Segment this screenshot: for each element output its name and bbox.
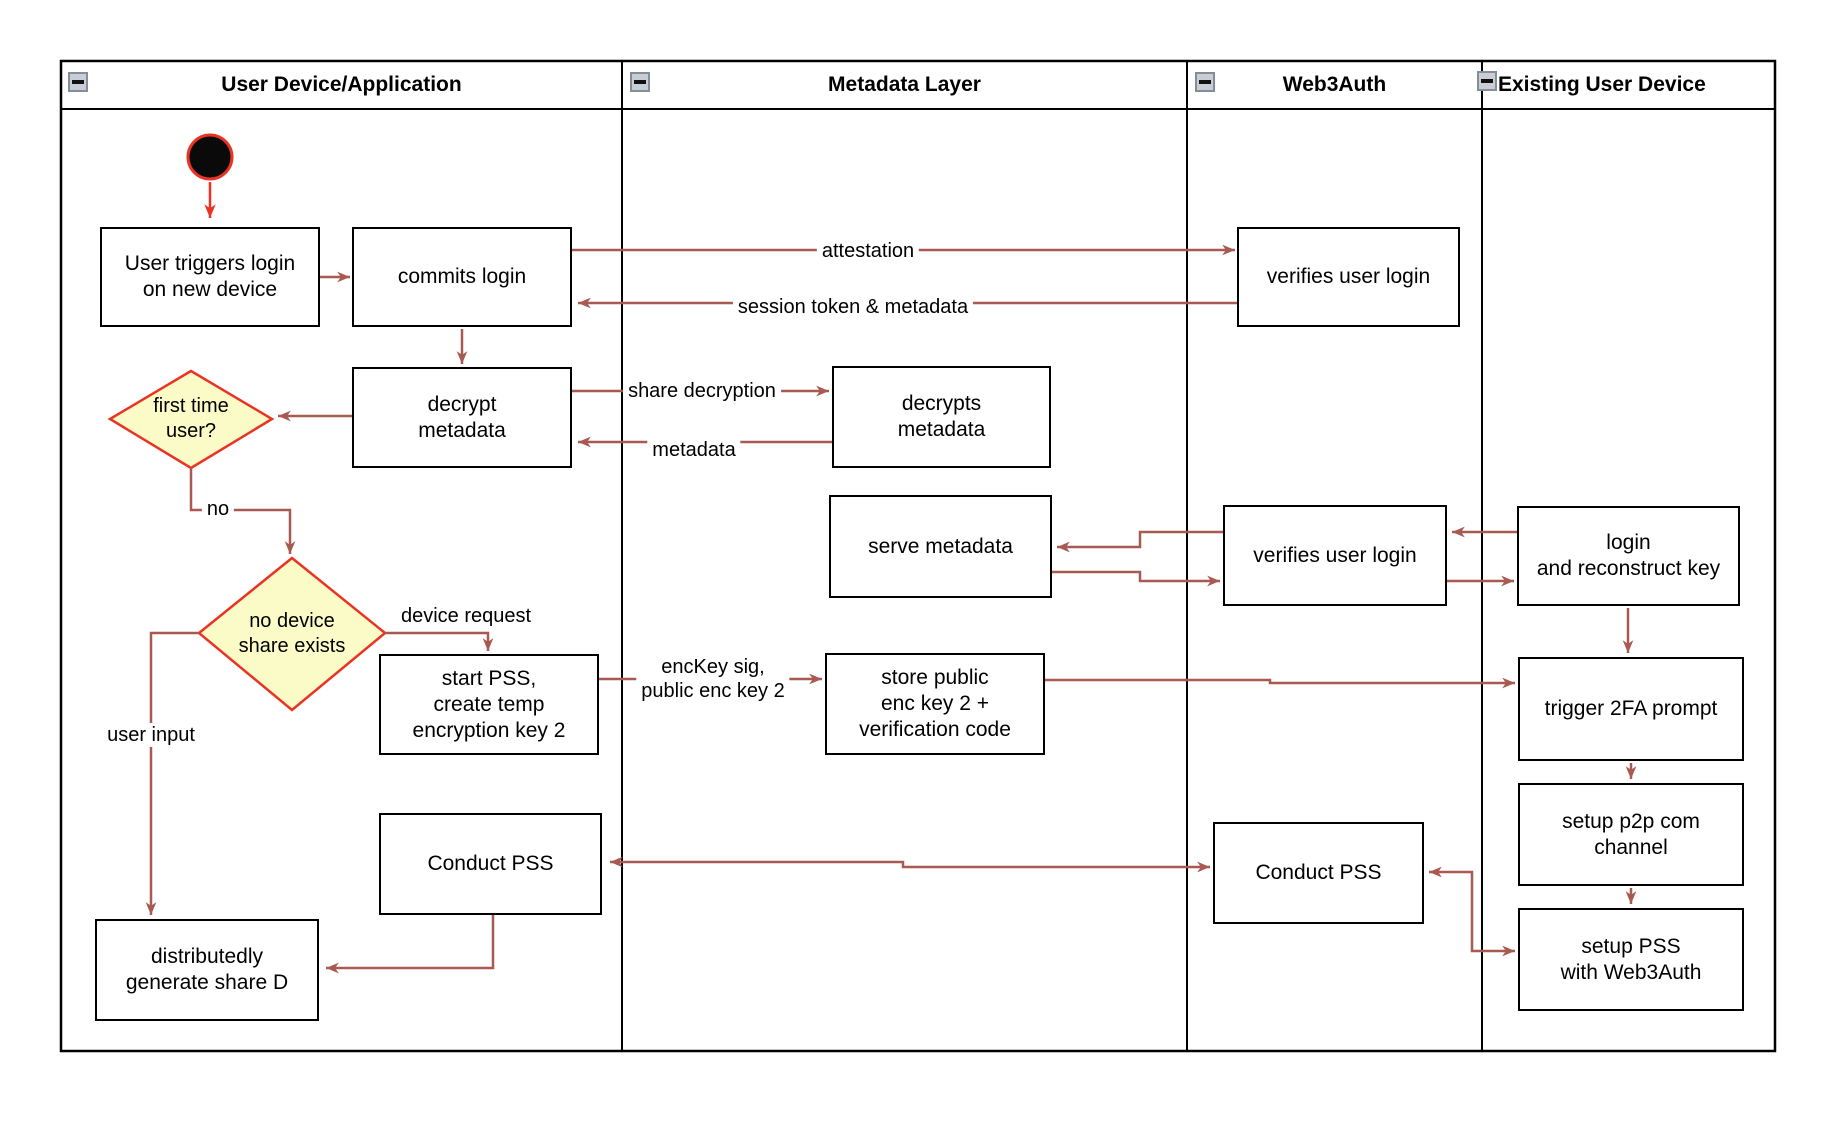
collapse-minus-icon[interactable] (68, 72, 88, 92)
node-commits-login: commits login (352, 227, 572, 327)
edge-label-share-decryption: share decryption (623, 379, 781, 403)
edge-conduct-pss-bidirectional (610, 856, 1210, 873)
node-distributedly-generate-share: distributedly generate share D (95, 919, 319, 1021)
node-setup-p2p-channel: setup p2p com channel (1518, 783, 1744, 886)
lane-title-user-device: User Device/Application (221, 73, 462, 96)
edge-conduct-to-distributedly (326, 915, 495, 974)
edge-store-to-trigger-2fa (1045, 677, 1515, 689)
start-node-circle (186, 133, 234, 181)
decision-label-no-device-share: no device share exists (238, 610, 346, 657)
edge-label-session-token: session token & metadata (732, 295, 974, 319)
edge-conduct-setup-pss-bidirectional (1429, 866, 1515, 957)
lane-title-metadata-layer: Metadata Layer (828, 73, 981, 96)
node-setup-pss-web3auth: setup PSS with Web3Auth (1518, 908, 1744, 1011)
node-verifies-user-login-top: verifies user login (1237, 227, 1460, 327)
decision-label-first-time-user: first time user? (153, 395, 229, 442)
node-user-triggers-login: User triggers login on new device (100, 227, 320, 327)
collapse-minus-icon[interactable] (1195, 72, 1215, 92)
collapse-minus-icon[interactable] (1477, 71, 1497, 91)
node-login-reconstruct-key: login and reconstruct key (1517, 506, 1740, 606)
edge-serve-to-verifies (1052, 570, 1220, 587)
lane-title-web3auth: Web3Auth (1282, 73, 1387, 96)
decision-no-device-share (197, 556, 387, 712)
node-start-pss: start PSS, create temp encryption key 2 (379, 654, 599, 755)
node-decrypt-metadata: decrypt metadata (352, 367, 572, 468)
node-conduct-pss-web3auth: Conduct PSS (1213, 822, 1424, 924)
edge-label-enckey-sig: encKey sig, public enc key 2 (636, 655, 790, 703)
node-verifies-user-login-middle: verifies user login (1223, 505, 1447, 606)
edge-device-request (385, 631, 494, 651)
node-decrypts-metadata: decrypts metadata (832, 366, 1051, 468)
diagram-frame (59, 59, 1777, 1053)
edge-user-input (145, 631, 199, 915)
edge-label-device-request: device request (400, 605, 532, 627)
collapse-minus-icon[interactable] (630, 72, 650, 92)
edge-label-no: no (201, 497, 235, 521)
node-trigger-2fa-prompt: trigger 2FA prompt (1518, 657, 1744, 761)
lane-title-existing-user-device: Existing User Device (1498, 73, 1706, 96)
edge-no-branch (189, 468, 296, 554)
node-store-public-enc-key: store public enc key 2 + verification co… (825, 653, 1045, 755)
node-serve-metadata: serve metadata (829, 495, 1052, 598)
edge-label-user-input: user input (102, 723, 200, 747)
edge-verifies-to-serve (1057, 530, 1223, 553)
node-conduct-pss-user-device: Conduct PSS (379, 813, 602, 915)
edge-label-metadata: metadata (647, 438, 741, 462)
edge-label-attestation: attestation (816, 239, 920, 263)
